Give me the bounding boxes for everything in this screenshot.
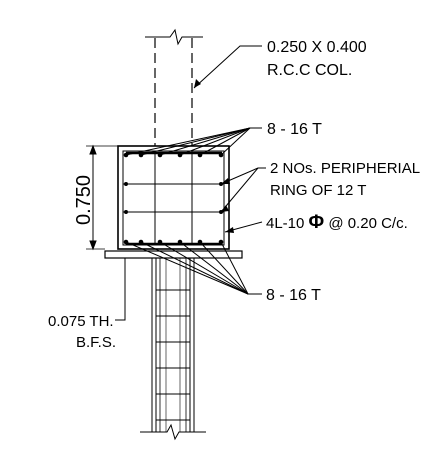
bfs-label-line1: 0.075 TH. xyxy=(48,313,114,330)
leaders xyxy=(115,45,266,321)
pile-below xyxy=(140,258,206,441)
links-suffix: @ 0.20 C/c. xyxy=(324,215,408,232)
blinding-layer xyxy=(104,250,243,259)
footing-body xyxy=(117,145,230,250)
bottom-bars-label: 8 - 16 T xyxy=(266,287,321,304)
links-prefix: 4L-10 xyxy=(266,215,309,232)
ring-label-line2: RING OF 12 T xyxy=(270,182,366,199)
top-bars-label: 8 - 16 T xyxy=(267,121,322,138)
links-label: 4L-10 Φ @ 0.20 C/c. xyxy=(266,212,408,233)
rebar-dots xyxy=(123,152,224,245)
heavy-bar-lines xyxy=(126,151,222,246)
ring-label-line1: 2 NOs. PERIPHERIAL xyxy=(270,160,420,177)
column-size-label: 0.250 X 0.400 xyxy=(267,39,367,56)
column-above xyxy=(145,28,203,146)
depth-label: 0.750 xyxy=(73,175,95,225)
phi-symbol: Φ xyxy=(309,212,325,233)
depth-dimension xyxy=(86,144,118,251)
column-type-label: R.C.C COL. xyxy=(267,62,352,79)
bfs-label-line2: B.F.S. xyxy=(76,334,116,351)
leader-arrowheads xyxy=(194,79,234,233)
